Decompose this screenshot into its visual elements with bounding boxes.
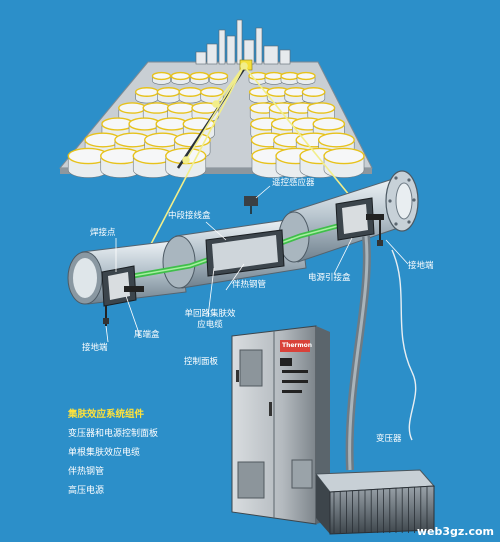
label-leaders bbox=[105, 185, 409, 343]
storage-tank-roof bbox=[166, 102, 196, 114]
storage-tank-roof bbox=[296, 71, 316, 81]
legend-item: 伴热钢管 bbox=[68, 467, 105, 477]
label-mid-junction-box: 中段接线盒 bbox=[168, 211, 211, 221]
storage-tank-roof bbox=[307, 102, 336, 114]
brand-label: Thermon bbox=[282, 342, 313, 349]
storage-tank-roof bbox=[312, 117, 346, 131]
transformer bbox=[315, 469, 436, 535]
power-box bbox=[335, 197, 384, 246]
storage-tank-roof bbox=[156, 87, 181, 97]
label-ground-right: 接地端 bbox=[408, 261, 434, 271]
component-legend: 集肤效应系统组件 变压器和电源控制面板 单根集肤效应电缆 伴热钢管 高压电源 bbox=[68, 406, 158, 502]
remote-sensor bbox=[244, 196, 258, 214]
legend-item: 单根集肤效应电缆 bbox=[68, 448, 141, 458]
storage-tank-roof bbox=[189, 71, 210, 81]
label-remote-sensor: 遥控感应器 bbox=[272, 178, 315, 188]
storage-tank-roof bbox=[317, 132, 355, 148]
storage-tank-roof bbox=[134, 87, 159, 97]
legend-title: 集肤效应系统组件 bbox=[68, 409, 145, 420]
vent-upper bbox=[239, 349, 263, 387]
storage-tank-roof bbox=[118, 102, 147, 114]
brand-plate bbox=[280, 340, 310, 352]
storage-tank-roof bbox=[178, 87, 203, 97]
vent-lower bbox=[237, 461, 265, 499]
label-weld-point: 焊接点 bbox=[90, 228, 116, 238]
storage-tank-roof bbox=[200, 87, 224, 97]
label-control-panel: 控制面板 bbox=[184, 357, 219, 367]
callout-lines bbox=[149, 62, 351, 247]
label-power-box: 电源引接盒 bbox=[308, 273, 351, 283]
storage-tank-roof bbox=[142, 102, 171, 114]
label-transformer: 变压器 bbox=[376, 434, 402, 444]
label-end-box: 尾端盒 bbox=[134, 330, 160, 340]
end-box bbox=[101, 265, 144, 326]
watermark: web3gz.com bbox=[416, 525, 494, 538]
ground-wire bbox=[391, 249, 417, 441]
label-single-loop-cable: 单回路集肤效应电缆 bbox=[184, 309, 236, 330]
supply-conduit-highlight bbox=[348, 235, 369, 471]
label-heat-steel-pipe: 伴热钢管 bbox=[232, 280, 267, 290]
legend-item: 变压器和电源控制面板 bbox=[68, 429, 159, 439]
storage-tank-roof bbox=[151, 71, 172, 81]
tank-farm bbox=[58, 19, 373, 178]
storage-tank-roof bbox=[301, 87, 326, 97]
storage-tank-roof bbox=[208, 71, 229, 81]
storage-tank-roof bbox=[170, 71, 191, 81]
mid-junction-box bbox=[205, 229, 285, 277]
legend-item: 高压电源 bbox=[68, 486, 105, 496]
control-cabinet bbox=[231, 325, 330, 525]
label-ground-left: 接地端 bbox=[82, 343, 108, 353]
storage-tank-roof bbox=[323, 147, 365, 165]
